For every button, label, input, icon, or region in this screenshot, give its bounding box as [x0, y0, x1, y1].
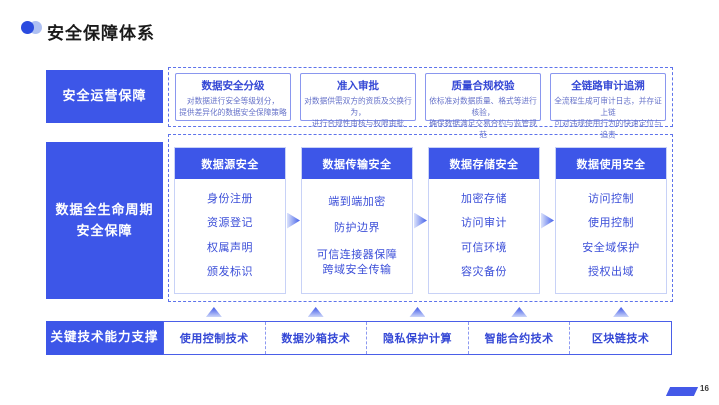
up-arrow-icon	[307, 307, 324, 317]
page-title: 安全保障体系	[47, 24, 155, 43]
lifecycle-item: 可信环境	[461, 241, 507, 254]
right-arrow-icon	[541, 212, 554, 229]
lifecycle-item: 可信连接器保障 跨域安全传输	[316, 248, 398, 276]
operations-card-desc: 对数据进行安全等级划分， 提供差异化的数据安全保障策略	[179, 96, 287, 117]
up-arrow-icon	[205, 307, 222, 317]
technology-item: 使用控制技术	[164, 322, 266, 354]
up-arrow-icon	[613, 307, 630, 317]
operations-card-title: 全链路审计追溯	[571, 80, 645, 92]
lifecycle-column-storage: 数据存储安全 加密存储 访问审计 可信环境 容灾备份	[428, 147, 540, 294]
lifecycle-item: 颁发标识	[207, 265, 253, 278]
lifecycle-item: 容灾备份	[461, 265, 507, 278]
right-arrow-icon	[414, 212, 427, 229]
support-arrows-row	[163, 305, 672, 317]
flow-arrow-wrap	[413, 147, 428, 294]
lifecycle-item: 资源登记	[207, 217, 253, 230]
lifecycle-row-label: 数据全生命周期 安全保障	[46, 142, 163, 299]
technology-item: 智能合约技术	[469, 322, 571, 354]
lifecycle-columns-container: 数据源安全 身份注册 资源登记 权属声明 颁发标识 数据传输安全 端到端加密 防…	[168, 134, 673, 302]
up-arrow-icon	[409, 307, 426, 317]
lifecycle-item: 访问控制	[588, 193, 634, 206]
lifecycle-column-items: 访问控制 使用控制 安全域保护 授权出域	[556, 179, 666, 293]
page-number: 16	[700, 384, 709, 393]
right-arrow-icon	[287, 212, 300, 229]
operations-card: 质量合规校验 依标准对数据质量、格式等进行核验， 确保数据满足交易合约与监管规范	[425, 73, 541, 139]
lifecycle-column-usage: 数据使用安全 访问控制 使用控制 安全域保护 授权出域	[555, 147, 667, 294]
lifecycle-column-source: 数据源安全 身份注册 资源登记 权属声明 颁发标识	[174, 147, 286, 294]
lifecycle-item: 端到端加密	[328, 195, 386, 208]
lifecycle-item: 身份注册	[207, 193, 253, 206]
lifecycle-item: 加密存储	[461, 193, 507, 206]
flow-arrow-wrap	[286, 147, 301, 294]
lifecycle-item: 安全域保护	[582, 241, 640, 254]
parallelogram-bar-icon	[665, 387, 699, 396]
technologies-container: 使用控制技术 数据沙箱技术 隐私保护计算 智能合约技术 区块链技术	[163, 321, 672, 355]
lifecycle-column-items: 加密存储 访问审计 可信环境 容灾备份	[429, 179, 539, 293]
lifecycle-item: 访问审计	[461, 217, 507, 230]
title-bullet-dark-dot-icon	[21, 21, 34, 34]
operations-card: 准入审批 对数据供需双方的资质及交换行为， 进行合规性审核与权限审批	[300, 73, 416, 128]
lifecycle-column-header: 数据源安全	[175, 148, 285, 179]
lifecycle-item: 权属声明	[207, 241, 253, 254]
up-arrow-icon	[511, 307, 528, 317]
technologies-row-label: 关键技术能力支撑	[46, 321, 163, 355]
operations-card-title: 准入审批	[337, 80, 379, 92]
technology-item: 隐私保护计算	[367, 322, 469, 354]
lifecycle-item: 授权出域	[588, 265, 634, 278]
lifecycle-column-header: 数据传输安全	[302, 148, 412, 179]
lifecycle-column-header: 数据存储安全	[429, 148, 539, 179]
operations-card-title: 质量合规校验	[451, 80, 515, 92]
flow-arrow-wrap	[540, 147, 555, 294]
operations-cards-container: 数据安全分级 对数据进行安全等级划分， 提供差异化的数据安全保障策略 准入审批 …	[168, 67, 673, 139]
lifecycle-column-header: 数据使用安全	[556, 148, 666, 179]
lifecycle-column-items: 身份注册 资源登记 权属声明 颁发标识	[175, 179, 285, 293]
operations-card: 数据安全分级 对数据进行安全等级划分， 提供差异化的数据安全保障策略	[175, 73, 291, 121]
operations-card-desc: 对数据供需双方的资质及交换行为， 进行合规性审核与权限审批	[304, 96, 412, 128]
operations-card: 全链路审计追溯 全流程生成可审计日志，并存证上链 可对违规使用行为的快速定位与追…	[550, 73, 666, 139]
technology-item: 数据沙箱技术	[266, 322, 368, 354]
operations-row-label: 安全运营保障	[46, 70, 163, 123]
lifecycle-column-items: 端到端加密 防护边界 可信连接器保障 跨域安全传输	[302, 179, 412, 293]
lifecycle-column-transfer: 数据传输安全 端到端加密 防护边界 可信连接器保障 跨域安全传输	[301, 147, 413, 294]
technology-item: 区块链技术	[591, 333, 650, 345]
operations-card-title: 数据安全分级	[201, 80, 265, 92]
lifecycle-item: 使用控制	[588, 217, 634, 230]
lifecycle-item: 防护边界	[334, 222, 380, 235]
